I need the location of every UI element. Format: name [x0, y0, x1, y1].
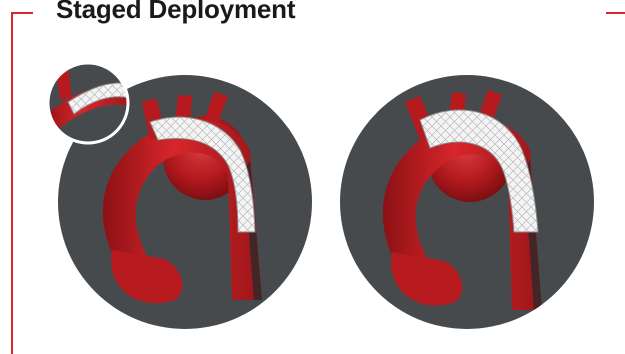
right-illustration — [340, 75, 594, 329]
